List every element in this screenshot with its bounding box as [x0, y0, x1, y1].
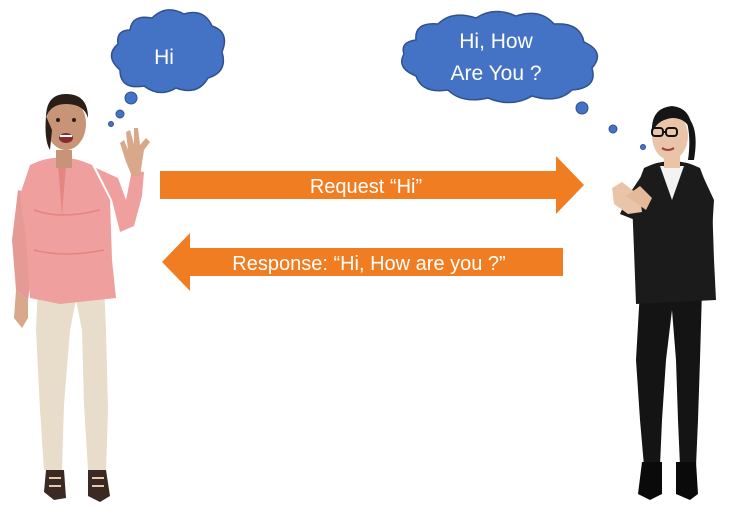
response-arrow: Response: “Hi, How are you ?” — [162, 233, 563, 291]
response-arrow-label: Response: “Hi, How are you ?” — [232, 253, 505, 275]
request-arrow: Request “Hi” — [160, 156, 584, 214]
right-thought-bubble: Hi, How Are You ? — [401, 10, 646, 150]
right-thought-text-line2: Are You ? — [450, 62, 541, 85]
right-person-figure — [612, 106, 716, 500]
left-person-figure — [12, 94, 150, 502]
left-thought-bubble: Hi — [108, 9, 226, 127]
right-thought-text-line1: Hi, How — [459, 30, 533, 53]
request-arrow-label: Request “Hi” — [310, 176, 422, 198]
left-thought-text: Hi — [154, 46, 174, 69]
